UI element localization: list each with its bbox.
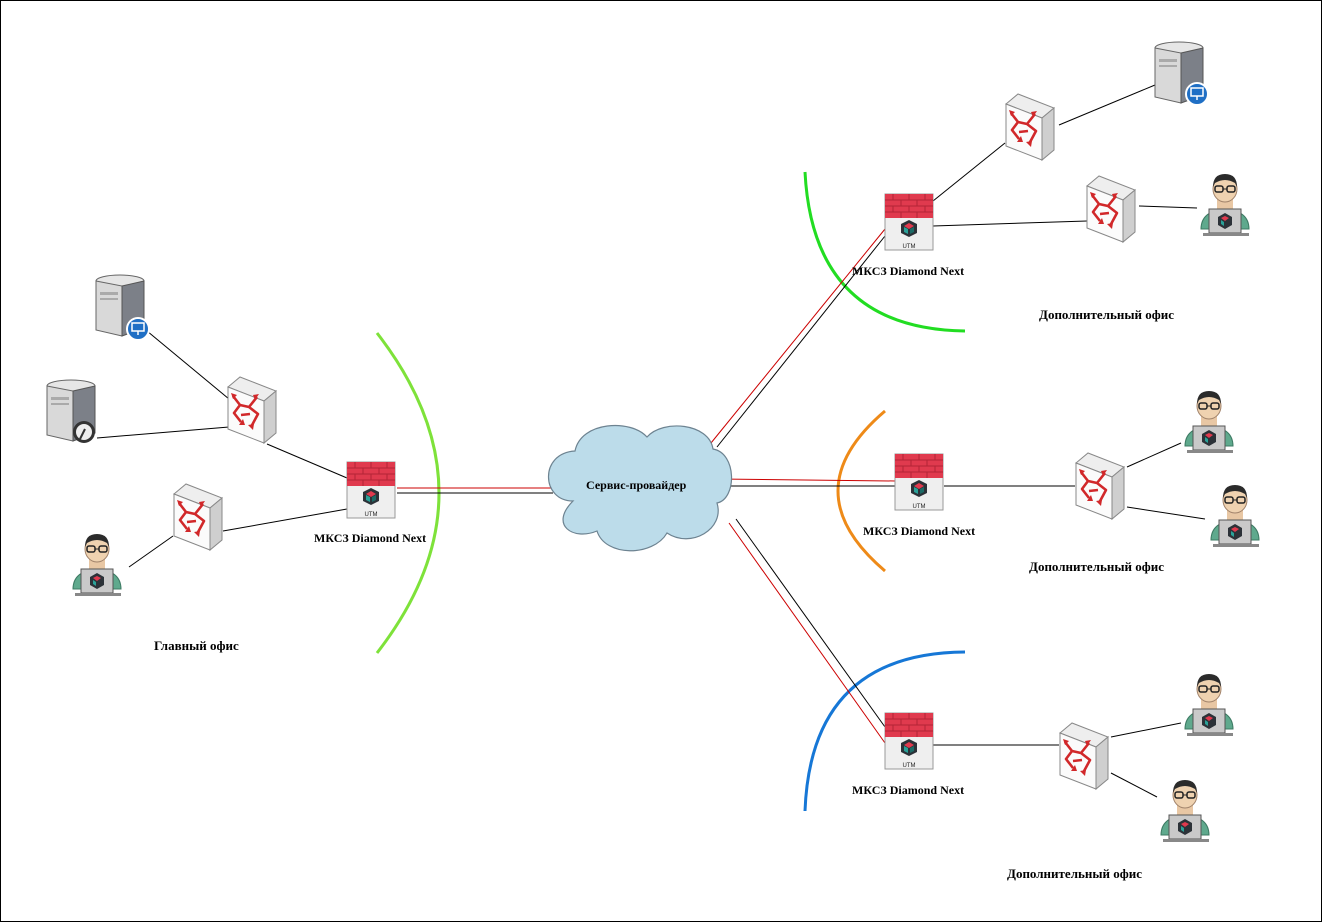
- firewall-label: МКСЗ Diamond Next: [863, 524, 976, 538]
- vpn-tunnel-office-3: [728, 518, 886, 744]
- switch-icon: [1074, 451, 1126, 521]
- user-laptop-icon: [1184, 673, 1234, 737]
- office-1-boundary-arc: [803, 171, 966, 333]
- switch-icon: [226, 375, 278, 445]
- office-label-additional: Дополнительный офис: [1029, 559, 1164, 574]
- server-icon: [46, 379, 96, 443]
- office-label-additional: Дополнительный офис: [1039, 307, 1174, 322]
- server-icon: [1154, 41, 1209, 106]
- office-3-boundary-arc: [803, 650, 966, 812]
- switch-icon: [172, 482, 224, 552]
- firewall-icon: [884, 712, 934, 770]
- firewall-icon: [346, 461, 396, 519]
- user-laptop-icon: [72, 533, 122, 597]
- switch-icon: [1004, 92, 1056, 162]
- switch-icon: [1058, 721, 1110, 791]
- server-icon: [95, 274, 150, 341]
- firewall-badge: UTM: [365, 512, 378, 518]
- firewall-badge: UTM: [913, 504, 926, 510]
- firewall-icon: [884, 193, 934, 251]
- firewall-icon: [894, 453, 944, 511]
- firewall-badge: UTM: [903, 244, 916, 250]
- cloud-icon: [548, 425, 733, 552]
- office-2-boundary-arc: [836, 409, 886, 573]
- user-laptop-icon: [1184, 390, 1234, 454]
- switch-icon: [1085, 174, 1137, 244]
- firewall-badges: UTM UTM UTM UTM: [365, 244, 926, 769]
- firewall-label: МКСЗ Diamond Next: [314, 531, 427, 545]
- lan-links: [96, 84, 1206, 798]
- user-laptop-icon: [1200, 173, 1250, 237]
- firewall-label: МКСЗ Diamond Next: [852, 264, 965, 278]
- office-label-additional: Дополнительный офис: [1007, 866, 1142, 881]
- user-laptop-icon: [1160, 779, 1210, 843]
- office-label-main: Главный офис: [154, 638, 239, 653]
- vpn-tunnel-office-2: [718, 478, 896, 487]
- cloud-label: Сервис-провайдер: [586, 478, 687, 492]
- user-laptop-icon: [1210, 484, 1260, 548]
- vpn-tunnel-office-1: [710, 228, 886, 448]
- firewall-label: МКСЗ Diamond Next: [852, 783, 965, 797]
- vpn-tunnel-main: [397, 487, 553, 494]
- firewall-badge: UTM: [903, 763, 916, 769]
